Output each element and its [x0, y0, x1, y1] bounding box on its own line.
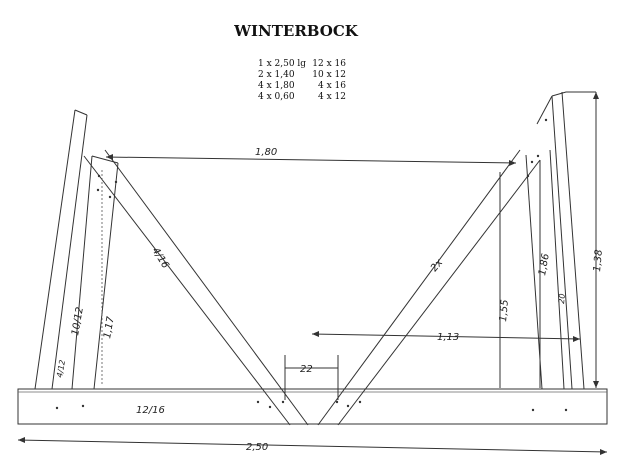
part-3-section: 4 x 16 — [318, 81, 346, 91]
right-height-dimensions — [499, 92, 599, 388]
post-section-label: 10/12 — [70, 306, 86, 336]
right-small-label: 20 — [557, 293, 567, 304]
diag-left-section-label: 4/16 — [149, 246, 170, 271]
part-1-qty-length: 1 x 2,50 lg — [258, 59, 306, 69]
gap-dimension — [284, 355, 339, 400]
drawing-title: WINTERBOCK — [233, 22, 359, 40]
total-length-dimension — [17, 437, 608, 455]
left-leg — [34, 109, 88, 390]
base-beam — [17, 388, 608, 425]
top-span-dimension: 1,80 — [105, 147, 517, 166]
height-a-label: 1,55 — [498, 299, 511, 322]
post-height-label: 1,17 — [102, 315, 117, 339]
parts-list: 1 x 2,50 lg 12 x 16 2 x 1,40 10 x 12 4 x… — [258, 59, 346, 102]
left-diagonal — [83, 149, 309, 426]
height-b-label: 1,86 — [537, 253, 552, 277]
right-leg — [536, 91, 596, 390]
right-diagonal — [317, 149, 541, 426]
leg-section-label: 4/12 — [55, 359, 67, 378]
beam-section-label: 12/16 — [136, 405, 165, 416]
half-width-dimension — [311, 331, 581, 342]
part-2-section: 10 x 12 — [312, 70, 346, 80]
gap-label: 22 — [300, 364, 313, 375]
height-c-label: 1,38 — [592, 249, 605, 272]
right-post — [525, 149, 565, 390]
part-4-qty-length: 4 x 0,60 — [258, 92, 295, 102]
part-3-qty-length: 4 x 1,80 — [258, 81, 295, 91]
top-span-label: 1,80 — [255, 147, 277, 158]
half-width-label: 1,13 — [437, 332, 459, 343]
fastener-dots — [55, 118, 568, 412]
part-4-section: 4 x 12 — [318, 92, 346, 102]
part-2-qty-length: 2 x 1,40 — [258, 70, 295, 80]
part-1-section: 12 x 16 — [312, 59, 346, 69]
total-length-label: 2,50 — [246, 442, 268, 453]
